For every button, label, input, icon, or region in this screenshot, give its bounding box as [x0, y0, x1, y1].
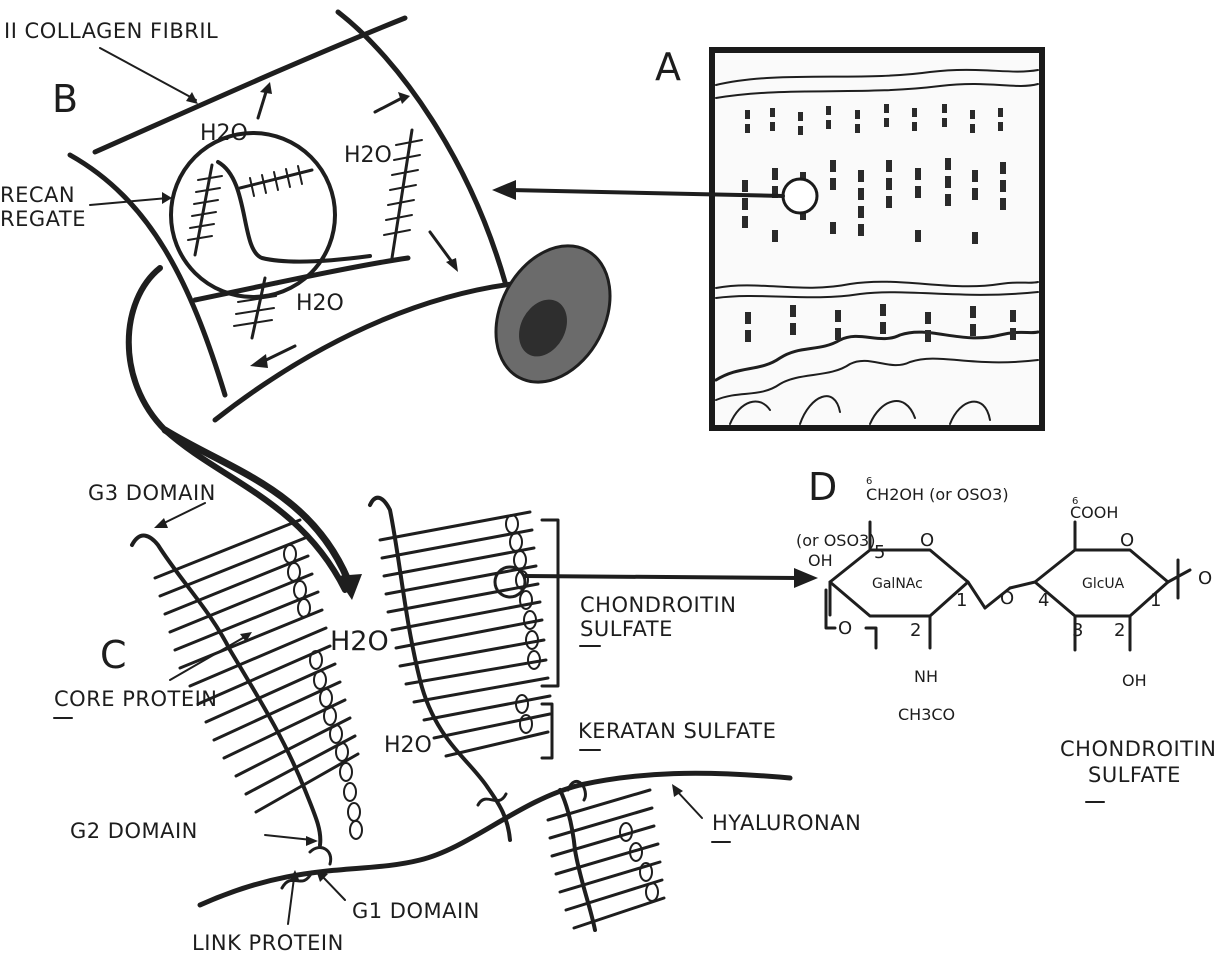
- position-3: 3: [1072, 620, 1083, 641]
- chondroitin-sulfate-title-line2: SULFATE: [1088, 763, 1181, 787]
- galnac-label: GalNAc: [872, 576, 923, 592]
- b-arrows: [250, 82, 458, 368]
- oh-left-label: OH: [808, 551, 833, 570]
- cs-chains-2: [380, 512, 550, 756]
- collagen-fibril-label: II COLLAGEN FIBRIL: [4, 19, 218, 43]
- glcua-label: GlcUA: [1082, 576, 1125, 592]
- panel-a-label: A: [655, 45, 681, 89]
- position-5: 5: [874, 542, 885, 563]
- oh-bottom-label: OH: [1122, 671, 1147, 690]
- aggrecan-label-line1: RECAN: [0, 183, 75, 207]
- water-label-3: H2O: [296, 291, 344, 316]
- position-4: 4: [1038, 590, 1049, 611]
- b-spine-1: [188, 165, 222, 255]
- position-6b: 6: [1072, 496, 1078, 507]
- position-1a: 1: [956, 590, 967, 611]
- nh-label: NH: [914, 667, 938, 686]
- g1-domain-label: G1 DOMAIN: [352, 899, 480, 923]
- b-spine-2: [240, 166, 312, 196]
- position-2a: 2: [910, 620, 921, 641]
- core-protein-label: CORE PROTEIN: [54, 687, 218, 711]
- panel-b-label: B: [52, 77, 78, 121]
- water-label-2: H2O: [344, 143, 392, 168]
- ring-oxygen-1: O: [920, 530, 934, 551]
- or-oso3-label: (or OSO3): [796, 531, 875, 550]
- hyaluronan-label: HYALURONAN: [712, 811, 861, 835]
- panel-d-label: D: [808, 465, 837, 509]
- keratan-sulfate-label: KERATAN SULFATE: [578, 719, 776, 743]
- g3-domain-label: G3 DOMAIN: [88, 481, 216, 505]
- right-oxygen: O: [1198, 568, 1212, 589]
- panel-c-label: C: [100, 633, 127, 677]
- ch3co-label: CH3CO: [898, 705, 955, 724]
- chondroitin-sulfate-label-line1: CHONDROITIN: [580, 593, 736, 617]
- g2-domain-label: G2 DOMAIN: [70, 819, 198, 843]
- left-oxygen: O: [838, 618, 852, 639]
- panel-a-histology: [712, 50, 1042, 428]
- arrow-c-to-d: [525, 568, 818, 588]
- chondroitin-sulfate-title-line1: CHONDROITIN: [1060, 737, 1216, 761]
- b-spine-4: [234, 278, 278, 338]
- water-label-4: H2O: [330, 626, 389, 657]
- cs-chains-3: [548, 790, 664, 928]
- water-label-1: H2O: [200, 121, 248, 146]
- bridge-oxygen: O: [1000, 588, 1014, 609]
- position-1b: 1: [1150, 590, 1161, 611]
- ch2oh-label: CH2OH (or OSO3): [866, 485, 1009, 504]
- water-label-5: H2O: [384, 733, 432, 758]
- link-protein-label: LINK PROTEIN: [192, 931, 344, 955]
- aggrecan-label-line2: REGATE: [0, 207, 86, 231]
- ring-oxygen-2: O: [1120, 530, 1134, 551]
- panel-c-proteoglycans: [132, 498, 790, 930]
- chondroitin-sulfate-label-line2: SULFATE: [580, 617, 673, 641]
- position-2b: 2: [1114, 620, 1125, 641]
- position-6a: 6: [866, 476, 872, 487]
